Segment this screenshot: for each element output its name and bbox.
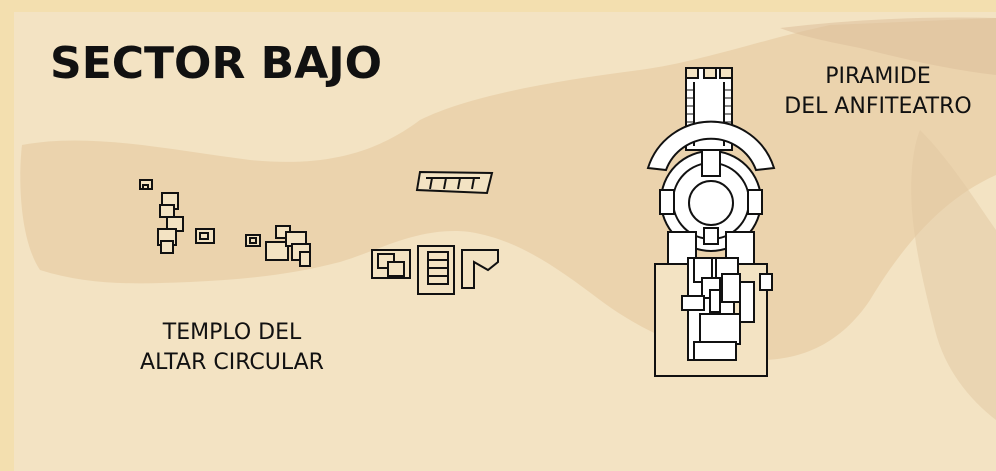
- site-label-templo-line2: ALTAR CIRCULAR: [140, 350, 324, 375]
- site-label-templo: TEMPLO DEL ALTAR CIRCULAR: [112, 318, 352, 378]
- terrain-ridge: [780, 17, 996, 75]
- templo-ruins: [139, 170, 499, 295]
- site-label-piramide: PIRAMIDE DEL ANFITEATRO: [760, 62, 996, 122]
- site-label-piramide-line1: PIRAMIDE: [825, 64, 931, 89]
- site-label-templo-line1: TEMPLO DEL: [162, 320, 302, 345]
- terrain-ridge-lower: [911, 130, 996, 420]
- piramide-ruins: [646, 67, 776, 377]
- site-label-piramide-line2: DEL ANFITEATRO: [784, 94, 972, 119]
- map-title: SECTOR BAJO: [50, 38, 383, 89]
